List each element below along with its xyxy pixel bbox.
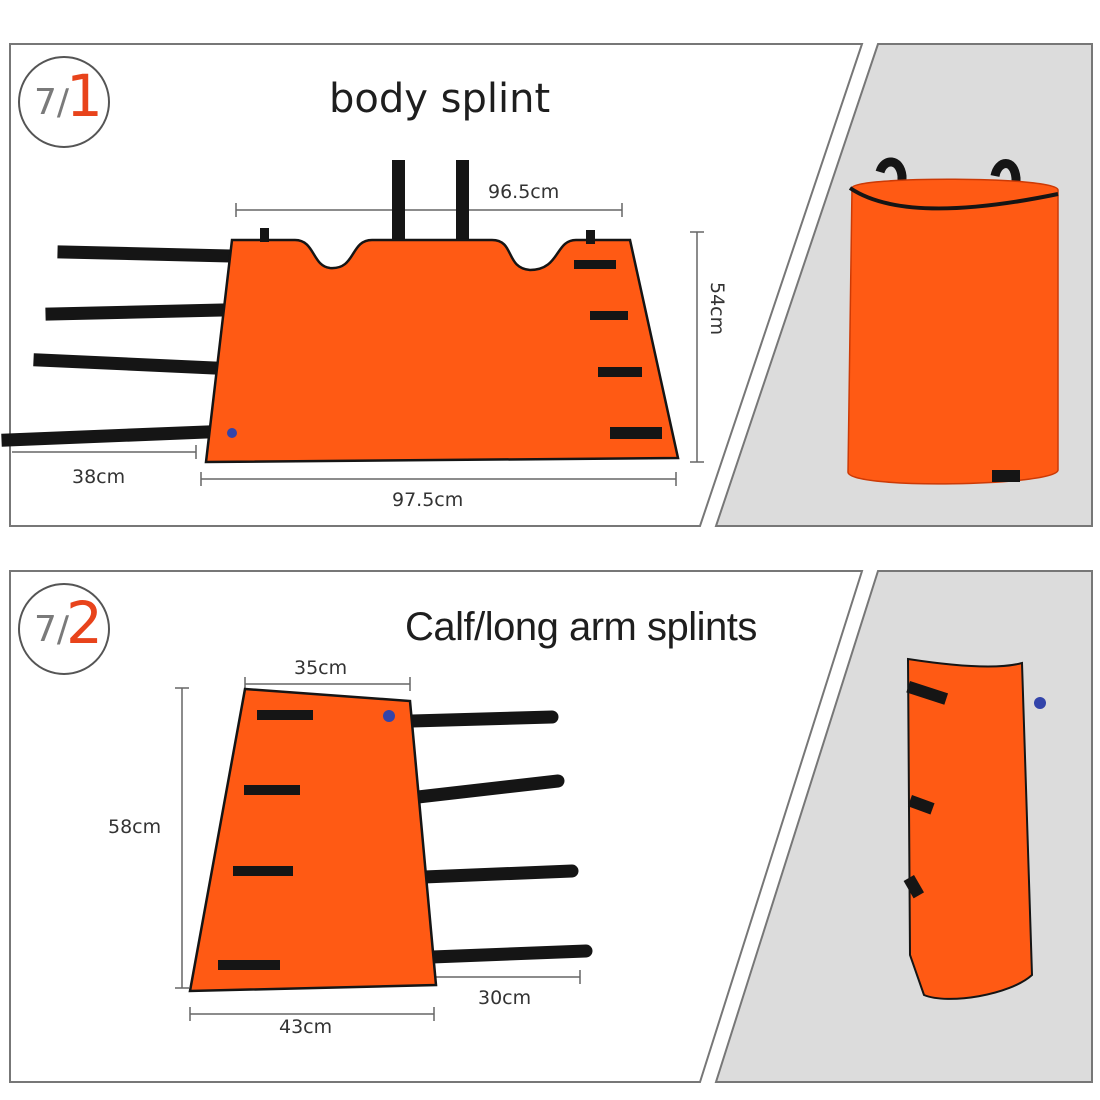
panel-2-graphics: [9, 570, 1093, 1083]
top-strap: [392, 160, 405, 245]
step-badge: 7/ 2: [18, 583, 110, 675]
splint-flat-illustration: [188, 687, 593, 993]
panel-body-splint: 7/ 1 body splint 96.5cm 54cm 38cm 97.5cm: [0, 0, 1100, 540]
top-strap: [456, 160, 469, 245]
panel-1-graphics: [1, 43, 1093, 527]
side-straps: [1, 245, 237, 447]
badge-total: 7/: [34, 82, 70, 123]
body-splint-rolled: [847, 178, 1059, 485]
calf-splint-flat: [188, 687, 438, 993]
air-valve-icon: [227, 428, 237, 438]
dimension-strap-length: 38cm: [72, 466, 126, 488]
dimension-lines: [12, 203, 704, 486]
dimension-lines: [175, 677, 581, 1021]
calf-splint-rolled: [906, 657, 1034, 1000]
side-straps: [405, 710, 593, 964]
air-valve-icon: [383, 710, 395, 722]
panel-title: body splint: [329, 76, 551, 122]
dimension-bottom-width: 97.5cm: [392, 489, 464, 511]
splint-rolled-illustration: [847, 157, 1059, 485]
badge-index: 1: [66, 62, 103, 130]
panel-calf-arm-splints: 7/ 2 Calf/long arm splints 35cm 58cm 30c…: [0, 555, 1100, 1100]
badge-index: 2: [66, 589, 103, 657]
step-badge: 7/ 1: [18, 56, 110, 148]
dimension-bottom-width: 43cm: [279, 1016, 333, 1038]
velcro-patches: [574, 260, 662, 439]
dimension-top-width: 96.5cm: [488, 181, 560, 203]
splint-rolled-illustration: [903, 657, 1046, 1000]
badge-total: 7/: [34, 609, 70, 650]
body-splint-flat: [204, 238, 680, 464]
dimension-top-width: 35cm: [294, 657, 348, 679]
air-valve-icon: [1034, 697, 1046, 709]
velcro-patches: [218, 710, 313, 970]
dimension-strap-length: 30cm: [478, 987, 532, 1009]
panel-title: Calf/long arm splints: [405, 605, 757, 649]
splint-flat-illustration: [1, 160, 680, 464]
dimension-height: 58cm: [108, 816, 162, 838]
dimension-height: 54cm: [706, 282, 728, 336]
